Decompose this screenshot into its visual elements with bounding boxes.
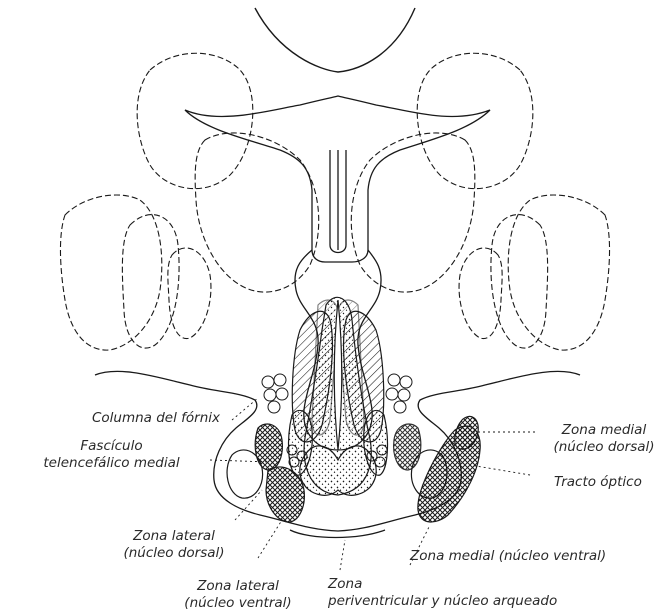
label-zona-medial-dorsal: Zona medial (núcleo dorsal)	[540, 422, 668, 456]
label-zona-lateral-dorsal: Zona lateral (núcleo dorsal)	[104, 528, 244, 562]
label-zona-lateral-ventral: Zona lateral (núcleo ventral)	[168, 578, 308, 612]
left-putamen-outer	[60, 195, 161, 350]
label-fasciculo-telencefalico: Fascículo telencefálico medial	[4, 438, 219, 472]
left-globus-pallidus	[168, 248, 211, 339]
left-lateral-zone-dorsal	[255, 424, 282, 470]
left-putamen-inner	[122, 215, 179, 348]
right-thalamus	[351, 133, 475, 292]
left-optic-tract	[227, 450, 263, 498]
label-columna-fornix: Columna del fórnix	[8, 410, 220, 427]
right-globus-pallidus	[459, 248, 502, 339]
left-thalamus	[195, 133, 319, 292]
corpus-callosum-outline	[255, 8, 415, 72]
right-putamen-outer	[508, 195, 609, 350]
label-zona-periventricular: Zona periventricular y núcleo arqueado	[328, 576, 588, 610]
label-zona-medial-ventral: Zona medial (núcleo ventral)	[410, 548, 660, 565]
right-putamen-inner	[491, 215, 548, 348]
right-lateral-zone-dorsal	[394, 424, 421, 470]
label-tracto-optico: Tracto óptico	[554, 474, 666, 491]
